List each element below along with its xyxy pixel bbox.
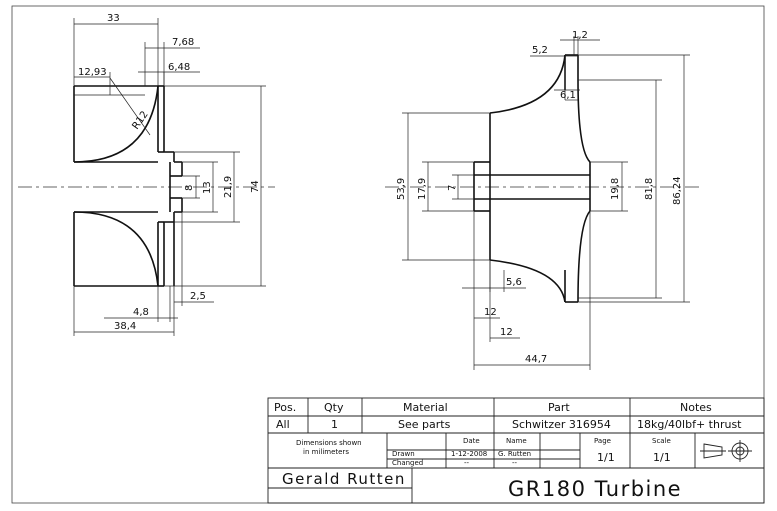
date-label: Date [463,437,480,445]
dim-21-9: 21,9 [223,176,234,198]
scale-value: 1/1 [653,451,671,464]
row-qty: 1 [331,418,338,431]
header-pos: Pos. [274,401,296,414]
projection-symbol-icon [700,440,752,462]
dim-4-8: 4,8 [133,307,149,318]
left-upper-half [73,85,183,187]
row-part: Schwitzer 316954 [512,418,611,431]
dim-44-7: 44,7 [525,354,547,365]
row-notes: 18kg/40lbf+ thrust [637,418,742,431]
dim-86-24: 86,24 [672,176,683,205]
changed-label: Changed [392,459,423,467]
changed-name: -- [512,459,518,467]
author-name: Gerald Rutten [282,470,406,488]
dim-12-first: 12 [484,307,497,318]
left-lower-half [73,187,183,287]
dim-7: 7 [447,185,458,191]
name-label: Name [506,437,527,445]
row-pos: All [276,418,290,431]
page-label: Page [594,437,611,445]
page-value: 1/1 [597,451,615,464]
left-section-view: 33 7,68 6,48 12,93 R12 8 13 21,9 74 4,8 … [18,13,275,336]
header-material: Material [403,401,448,414]
dim-12-second: 12 [500,327,513,338]
title-block: Pos. Qty Material Part Notes All 1 See p… [267,397,765,504]
dim-1-2: 1,2 [572,30,588,41]
drawn-name: G. Rutten [498,450,531,458]
header-qty: Qty [324,401,344,414]
right-section-view: 1,2 5,2 6,1 53,9 17,9 7 19,8 81,8 86,24 … [385,30,700,370]
header-notes: Notes [680,401,712,414]
dim-12-93: 12,93 [78,67,107,78]
dims-note-line1: Dimensions shown [296,439,362,447]
dim-13: 13 [202,181,213,194]
dim-19-8: 19,8 [610,178,621,200]
dims-note-line2: in milimeters [303,448,349,456]
dim-5-2: 5,2 [532,45,548,56]
dim-17-9: 17,9 [417,178,428,200]
dim-8: 8 [184,185,195,191]
dim-81-8: 81,8 [644,178,655,200]
turbine-outline [473,54,591,303]
right-dimension-lines [402,36,690,370]
dim-74: 74 [250,180,261,193]
dim-6-1: 6,1 [560,90,576,101]
left-dimension-lines [73,18,266,336]
drawing-title: GR180 Turbine [508,477,682,501]
scale-label: Scale [652,437,671,445]
dim-r12: R12 [130,109,150,131]
dim-2-5: 2,5 [190,291,206,302]
dim-5-6: 5,6 [506,277,522,288]
header-part: Part [548,401,570,414]
drawn-label: Drawn [392,450,415,458]
changed-date: -- [464,459,470,467]
dim-6-48: 6,48 [168,62,190,73]
dim-53-9: 53,9 [396,178,407,200]
dim-7-68: 7,68 [172,37,194,48]
dim-38-4: 38,4 [114,321,136,332]
drawn-date: 1-12-2008 [451,450,487,458]
dim-33: 33 [107,13,120,24]
row-material: See parts [398,418,451,431]
